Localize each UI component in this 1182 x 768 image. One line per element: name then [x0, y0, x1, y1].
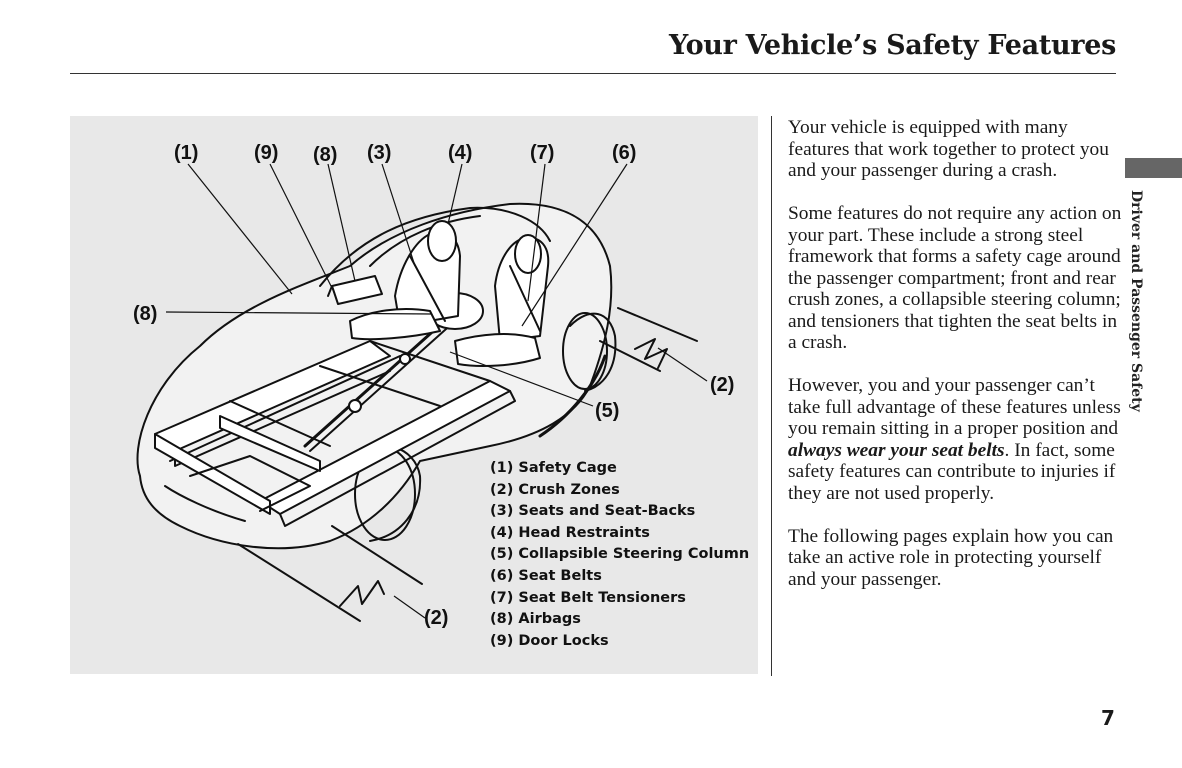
body-text: Your vehicle is equipped with many featu… — [788, 117, 1128, 612]
callout-3: (3) — [367, 142, 392, 164]
legend-item: (5) Collapsible Steering Column — [490, 546, 750, 563]
legend-item: (2) Crush Zones — [490, 481, 620, 498]
paragraph-passive-features: Some features do not require any action … — [788, 203, 1122, 353]
callout-7: (7) — [530, 142, 555, 164]
legend-item: (3) Seats and Seat-Backs — [490, 503, 696, 520]
callout-2-front: (2) — [424, 607, 449, 629]
callout-1: (1) — [174, 142, 199, 164]
paragraph-intro: Your vehicle is equipped with many featu… — [788, 117, 1109, 181]
legend-item: (1) Safety Cage — [490, 460, 617, 476]
legend-item: (8) Airbags — [490, 611, 581, 628]
callout-8-top: (8) — [313, 144, 338, 166]
legend-item: (7) Seat Belt Tensioners — [490, 589, 686, 606]
header-rule — [70, 73, 1116, 74]
callout-6: (6) — [612, 142, 637, 164]
paragraph-text: However, you and your passenger can’t ta… — [788, 375, 1121, 439]
legend-item: (4) Head Restraints — [490, 524, 650, 541]
safety-features-illustration: (1) (9) (8) (3) (4) (7) (6) (8) (2) (5) … — [70, 116, 758, 674]
paragraph-text: . In fact, some safety features can cont… — [788, 439, 1116, 504]
figure-legend: (1) Safety Cage (2) Crush Zones (3) Seat… — [490, 458, 749, 652]
paragraph-seat-belts: However, you and your passenger can’t ta… — [788, 375, 1128, 504]
car-frame-drawing — [136, 163, 708, 622]
section-label: Driver and Passenger Safety — [1128, 190, 1144, 412]
page-number: 7 — [1101, 706, 1115, 730]
page-title: Your Vehicle’s Safety Features — [668, 30, 1116, 61]
column-divider — [771, 116, 772, 676]
callout-4: (4) — [448, 142, 473, 164]
emphasis-text: always wear your seat belts — [788, 439, 1005, 461]
callout-8-left: (8) — [133, 303, 158, 325]
callout-2-rear: (2) — [710, 374, 735, 396]
section-tab — [1125, 158, 1182, 178]
callout-9: (9) — [254, 142, 279, 164]
legend-item: (9) Door Locks — [490, 632, 609, 649]
legend-item: (6) Seat Belts — [490, 567, 602, 584]
callout-5: (5) — [595, 400, 620, 422]
paragraph-following: The following pages explain how you can … — [788, 525, 1114, 590]
